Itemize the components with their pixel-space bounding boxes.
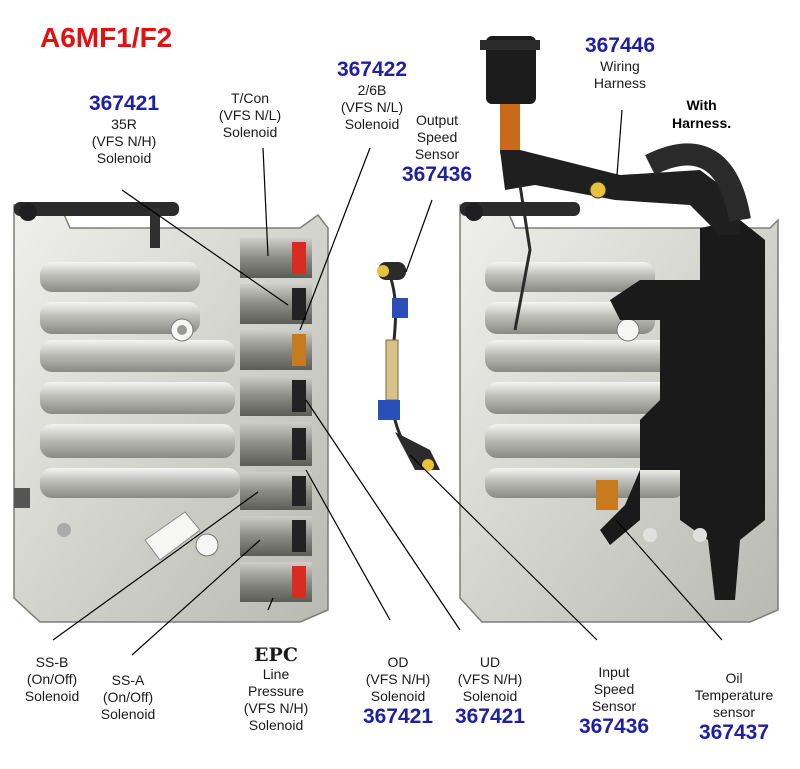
label-input-speed-sensor: Input Speed Sensor 367436 <box>572 664 656 739</box>
wiring-harness-illustration <box>480 36 751 331</box>
part-number: 367437 <box>698 721 770 744</box>
part-number: 367421 <box>362 705 434 728</box>
left-spools <box>40 262 240 498</box>
left-valve-body <box>13 202 329 623</box>
label-ssb-solenoid: SS-B (On/Off) Solenoid <box>24 654 80 704</box>
label-ssa-solenoid: SS-A (On/Off) Solenoid <box>100 672 156 722</box>
epc-heading: EPC <box>254 644 298 666</box>
label-35r-solenoid: 367421 35R (VFS N/H) Solenoid <box>86 92 162 167</box>
output-speed-sensor-illustration <box>377 262 440 471</box>
label-26b-solenoid: 367422 2/6B (VFS N/L) Solenoid <box>332 58 412 133</box>
left-solenoid-stack <box>240 238 312 602</box>
label-tcon-solenoid: T/Con (VFS N/L) Solenoid <box>218 90 282 140</box>
with-harness-note: With Harness. <box>672 97 732 131</box>
label-output-speed-sensor: Output Speed Sensor 367436 <box>398 112 476 187</box>
part-number: 367422 <box>336 58 408 81</box>
label-wiring-harness: 367446 Wiring Harness <box>578 34 662 92</box>
label-ud-solenoid: UD (VFS N/H) Solenoid 367421 <box>448 654 532 729</box>
part-number: 367446 <box>584 34 656 57</box>
leader-lines <box>52 109 723 656</box>
part-number: 367436 <box>578 715 650 738</box>
right-spools <box>485 262 685 498</box>
diagram-title: A6MF1/F2 <box>40 22 173 53</box>
label-epc-solenoid: EPC Line Pressure (VFS N/H) Solenoid <box>234 644 318 734</box>
label-oil-temperature-sensor: Oil Temperature sensor 367437 <box>686 670 782 745</box>
label-od-solenoid: OD (VFS N/H) Solenoid 367421 <box>356 654 440 729</box>
part-number: 367436 <box>401 163 473 186</box>
right-valve-body <box>459 202 779 623</box>
part-number: 367421 <box>454 705 526 728</box>
part-number: 367421 <box>88 92 160 115</box>
